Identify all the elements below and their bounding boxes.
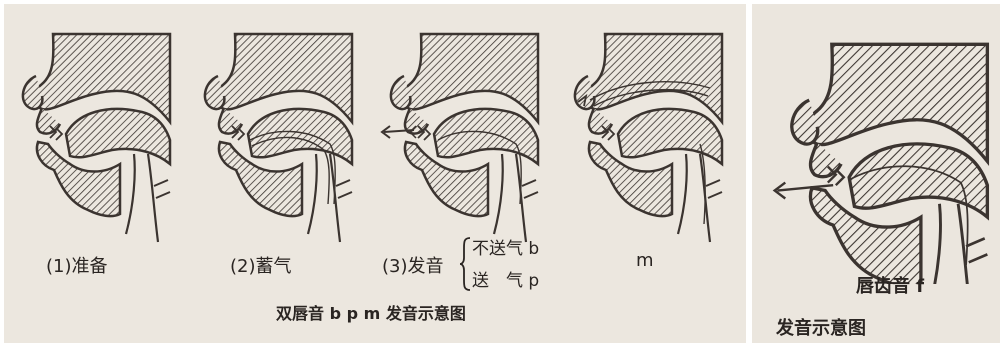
figure-title-labiodental: 发音示意图 — [776, 318, 866, 339]
label-hold-breath: (2)蓄气 — [230, 256, 292, 277]
head-diagram-prepare — [8, 4, 178, 244]
label-m: m — [636, 250, 654, 271]
label-prepare: (1)准备 — [46, 256, 108, 277]
bilabial-diagram-panel: (1)准备 (2)蓄气 (3)发音 不送气 b 送 气 p m 双唇音 b p … — [4, 4, 746, 343]
labiodental-diagram-panel: 唇齿音 f 发音示意图 — [752, 4, 1000, 343]
head-diagram-pronounce — [376, 4, 546, 244]
figure-title-bilabial: 双唇音 b p m 发音示意图 — [276, 304, 466, 323]
label-aspirated-p: 送 气 p — [472, 271, 540, 291]
head-diagram-hold-breath — [190, 4, 360, 244]
head-diagram-f — [772, 4, 998, 284]
head-diagram-m — [560, 4, 730, 244]
label-labiodental-f: 唇齿音 f — [856, 276, 925, 297]
brace-icon — [459, 237, 471, 291]
label-unaspirated-b: 不送气 b — [472, 239, 540, 259]
label-pronounce: (3)发音 — [382, 256, 444, 277]
